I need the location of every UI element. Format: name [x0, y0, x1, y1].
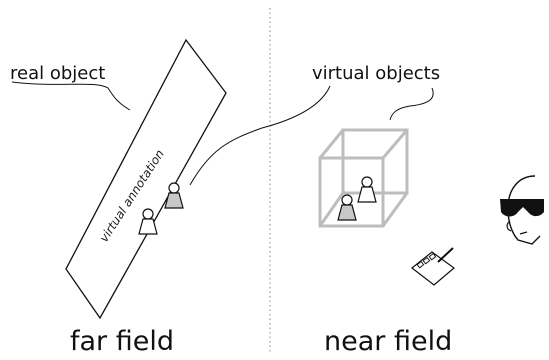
pawn-icon [357, 176, 377, 203]
real-object-leader [11, 81, 131, 111]
virtual-objects-leader [389, 87, 434, 121]
pawn-icon [138, 208, 158, 235]
real-object-label: real object [10, 63, 105, 84]
tablet-stylus-icon [411, 247, 455, 286]
pawn-icon [337, 194, 357, 221]
pawn-icon [164, 182, 184, 209]
far-field-label: far field [70, 326, 174, 357]
virtual-objects-label: virtual objects [312, 63, 440, 84]
sunglasses-icon [500, 199, 544, 217]
real-object-plane [65, 38, 227, 320]
annotation-leader [189, 85, 331, 186]
near-field-label: near field [324, 326, 452, 357]
cube-icon [318, 128, 409, 228]
